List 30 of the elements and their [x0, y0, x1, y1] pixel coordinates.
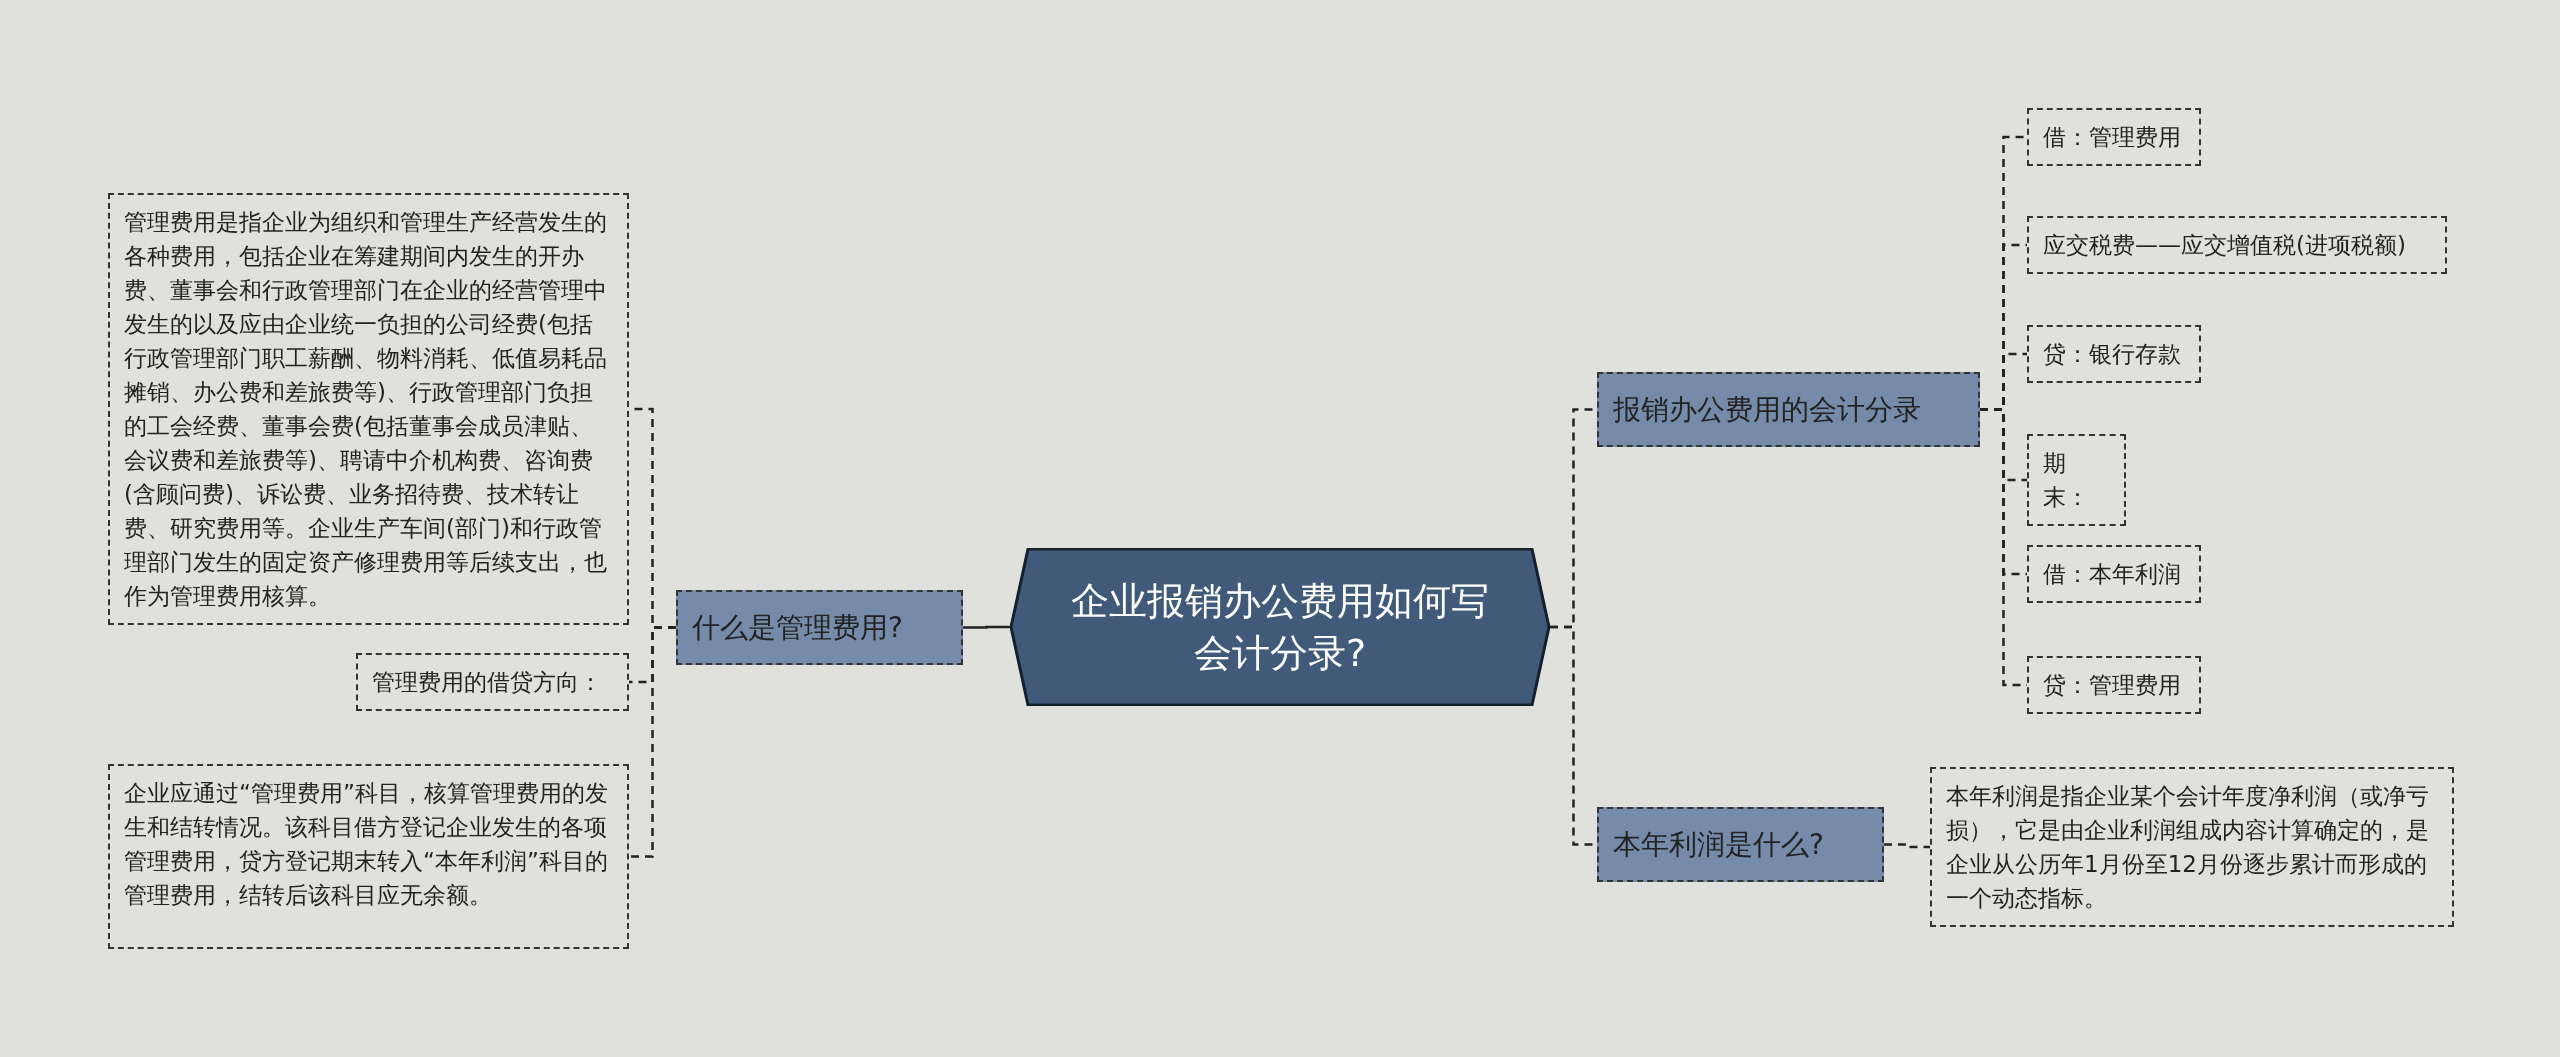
- note-box: [2027, 656, 2201, 714]
- note-box: [108, 764, 629, 949]
- node-text: 贷：管理费用: [2043, 671, 2182, 700]
- node-text: 本年利润是指企业某个会计年度净利润（或净亏损），它是由企业利润组成内容计算确定的，是企业从公历年1月份至12月份逐步累计而形成的一个动态指标。: [1946, 782, 2430, 913]
- node-text: 企业应通过“管理费用”科目，核算管理费用的发生和结转情况。该科目借方登记企业发生的各项管理费用，贷方登记期末转入“本年利润”科目的管理费用，结转后该科目应无余额。: [124, 779, 609, 910]
- note-box: [2027, 325, 2201, 383]
- node-text: 期末：: [2043, 449, 2090, 512]
- central-topic: [1010, 548, 1550, 706]
- note-box: [2027, 108, 2201, 166]
- note-box: [356, 653, 629, 711]
- node-text: 管理费用的借贷方向：: [372, 668, 603, 697]
- node-text: 借：本年利润: [2043, 560, 2182, 589]
- connector-line: [629, 626, 676, 858]
- node-text: 本年利润是什么?: [1613, 826, 1824, 863]
- note-box: [2027, 216, 2447, 274]
- node-text: 应交税费——应交增值税(进项税额): [2043, 231, 2407, 260]
- node-text: 管理费用是指企业为组织和管理生产经营发生的各种费用，包括企业在筹建期间内发生的开办费、董事会和行政管理部门在企业的经营管理中发生的以及应由企业统一负担的公司经费(包括行政管理部门职工薪酬、物料消耗、低值易耗品摊销、办公费和差旅费等)、行政管理部门负担的工会经费、董事会费(包括董事会成员津贴、会议费和差旅费等)、聘请中介机构费、咨询费(含顾问费)、诉讼费、业务招待费、技术转让费、研究费用等。企业生产车间(部门)和行政管理部门发生的固定资产修理费用等后续支出，也作为管理费用核算。: [124, 208, 608, 611]
- branch-topic: [1597, 372, 1980, 447]
- connector-line: [1884, 843, 1930, 849]
- node-text: 报销办公费用的会计分录: [1613, 391, 1921, 428]
- node-text: 借：管理费用: [2043, 123, 2182, 152]
- node-text: 贷：银行存款: [2043, 340, 2182, 369]
- note-box: [2027, 545, 2201, 603]
- node-text: 企业报销办公费用如何写会计分录?: [1070, 578, 1490, 677]
- connector-line: [963, 625, 1010, 629]
- note-box: [1930, 767, 2454, 927]
- node-text: 什么是管理费用?: [692, 609, 903, 646]
- branch-topic: [676, 590, 963, 665]
- branch-topic: [1597, 807, 1884, 882]
- note-box: [2027, 434, 2126, 526]
